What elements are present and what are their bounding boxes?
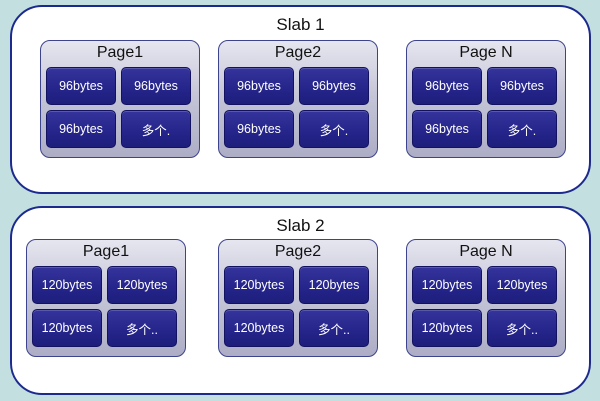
page-title: Page N — [459, 243, 513, 260]
memory-chunk: 96bytes — [46, 67, 116, 105]
memory-chunk: 96bytes — [121, 67, 191, 105]
memory-chunk-more: 多个.. — [299, 309, 369, 347]
memory-chunk: 120bytes — [412, 266, 482, 304]
memory-chunk: 96bytes — [412, 110, 482, 148]
memory-chunk-more: 多个.. — [107, 309, 177, 347]
slab-1: Slab 1 Page1 96bytes 96bytes 96bytes 多个.… — [10, 5, 591, 194]
memory-chunk: 96bytes — [224, 67, 294, 105]
memory-chunk: 96bytes — [487, 67, 557, 105]
memory-chunk: 120bytes — [107, 266, 177, 304]
slab-title: Slab 1 — [276, 15, 325, 34]
page-title: Page2 — [274, 243, 322, 260]
slab-title: Slab 2 — [276, 216, 325, 235]
page-title: Page1 — [82, 243, 130, 260]
memory-chunk: 96bytes — [46, 110, 116, 148]
memory-chunk-more: 多个. — [487, 110, 557, 148]
memory-chunk-more: 多个. — [121, 110, 191, 148]
slab-1-page-2: Page2 96bytes 96bytes 96bytes 多个. — [218, 40, 378, 158]
page-title: Page1 — [96, 44, 144, 61]
memory-chunk: 120bytes — [32, 266, 102, 304]
slab-2-page-n: Page N 120bytes 120bytes 120bytes 多个.. — [406, 239, 566, 357]
memory-chunk: 120bytes — [224, 266, 294, 304]
memory-chunk: 120bytes — [487, 266, 557, 304]
slab-2-page-2: Page2 120bytes 120bytes 120bytes 多个.. — [218, 239, 378, 357]
slab-1-page-n: Page N 96bytes 96bytes 96bytes 多个. — [406, 40, 566, 158]
memory-chunk: 120bytes — [224, 309, 294, 347]
memory-chunk: 96bytes — [224, 110, 294, 148]
page-title: Page N — [459, 44, 513, 61]
memory-chunk: 96bytes — [412, 67, 482, 105]
slab-2: Slab 2 Page1 120bytes 120bytes 120bytes … — [10, 206, 591, 395]
slab-2-page-1: Page1 120bytes 120bytes 120bytes 多个.. — [26, 239, 186, 357]
slab-1-page-1: Page1 96bytes 96bytes 96bytes 多个. — [40, 40, 200, 158]
memory-chunk: 120bytes — [412, 309, 482, 347]
memory-chunk: 120bytes — [299, 266, 369, 304]
page-title: Page2 — [274, 44, 322, 61]
memory-chunk-more: 多个.. — [487, 309, 557, 347]
memory-chunk-more: 多个. — [299, 110, 369, 148]
memory-chunk: 120bytes — [32, 309, 102, 347]
memory-chunk: 96bytes — [299, 67, 369, 105]
